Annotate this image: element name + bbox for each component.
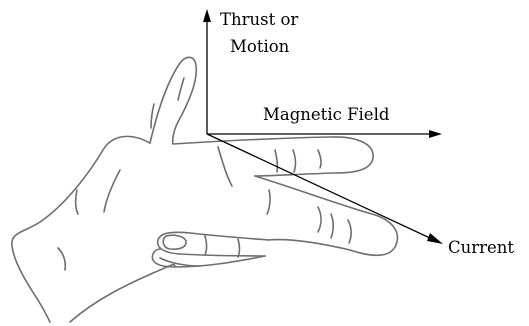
hand-illustration bbox=[11, 56, 399, 323]
magnetic-field-label: Magnetic Field bbox=[263, 105, 390, 124]
current-label: Current bbox=[448, 238, 514, 257]
palm-crease-1 bbox=[74, 189, 79, 215]
index-finger-joint-2 bbox=[292, 149, 297, 173]
index-finger-joint-1 bbox=[274, 149, 279, 173]
thrust-arrow-head bbox=[203, 9, 211, 22]
middle-finger-outline bbox=[254, 175, 399, 257]
index-finger-outline bbox=[172, 136, 374, 177]
axis-labels: Thrust or Motion Magnetic Field Current bbox=[220, 10, 514, 257]
thrust-label-line-1: Thrust or bbox=[220, 10, 298, 29]
middle-finger-nail bbox=[347, 219, 352, 244]
thrust-label-line-2: Motion bbox=[230, 37, 290, 56]
wrist-outline bbox=[69, 263, 176, 323]
ring-finger-crease-2 bbox=[237, 238, 241, 258]
little-finger-outline bbox=[151, 248, 266, 268]
palm-outline bbox=[11, 135, 151, 323]
index-finger-nail bbox=[317, 149, 322, 169]
thumb-inner-line bbox=[150, 103, 155, 129]
axes bbox=[203, 9, 443, 244]
palm-crease-2 bbox=[103, 169, 121, 213]
thumb-nail-line bbox=[177, 77, 185, 101]
ring-finger-crease-1 bbox=[204, 235, 208, 256]
middle-finger-joint-1 bbox=[266, 189, 271, 215]
current-arrow-head bbox=[427, 233, 443, 244]
index-finger-base-crease bbox=[217, 146, 233, 187]
thumb-outline bbox=[149, 56, 198, 145]
current-axis-line bbox=[206, 133, 433, 240]
middle-finger-joint-2 bbox=[317, 206, 322, 233]
wrist-crease bbox=[57, 247, 67, 271]
little-finger-crease bbox=[159, 257, 201, 267]
middle-finger-joint-3 bbox=[330, 213, 335, 239]
ring-fingernail bbox=[162, 234, 187, 250]
ring-finger-outline bbox=[156, 231, 269, 257]
field-arrow-head bbox=[429, 130, 442, 138]
